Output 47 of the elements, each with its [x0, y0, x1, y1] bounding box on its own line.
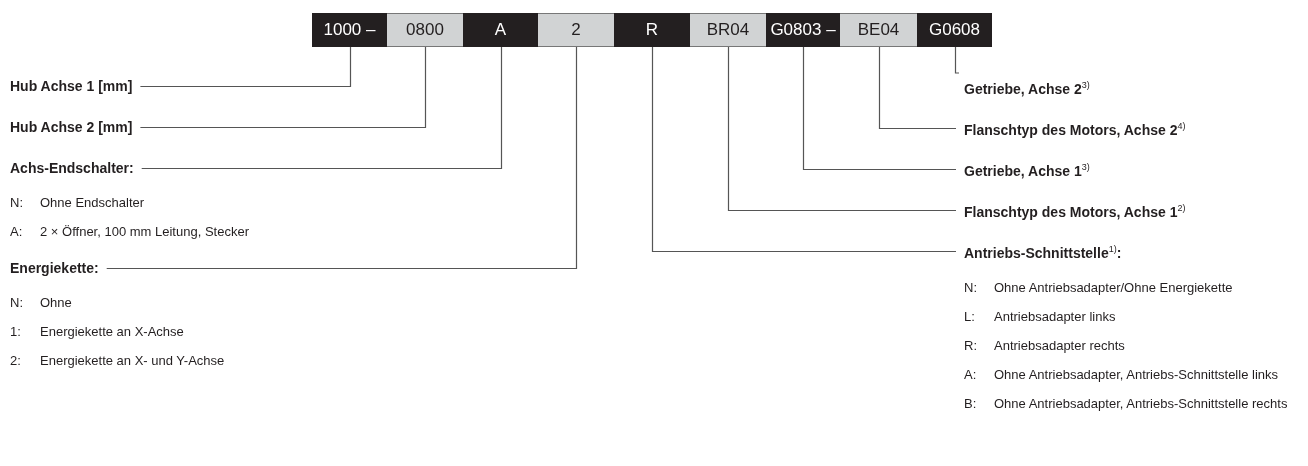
code-segment: A: [463, 13, 538, 47]
option-code: R:: [964, 336, 978, 355]
option-text: Ohne Endschalter: [40, 194, 146, 212]
field-heading: Antriebs-Schnittstelle$^{1)}$:: [964, 243, 1122, 262]
code-segment: 1000 –: [312, 13, 387, 47]
leader-line: [802, 46, 957, 171]
option-text: Ohne Antriebsadapter, Antriebs-Schnittstelle rechts: [994, 394, 1288, 413]
option-code: 2:: [10, 352, 22, 370]
option-code: A:: [10, 223, 24, 241]
field-heading: Achs-Endschalter:: [10, 159, 134, 177]
code-segment: G0608: [917, 13, 992, 47]
option-text: Energiekette an X- und Y-Achse: [40, 352, 225, 370]
option-code: L:: [964, 307, 976, 326]
option-text: Ohne Antriebsadapter/Ohne Energiekette: [994, 278, 1234, 297]
leader-line: [651, 46, 957, 253]
option-code: 1:: [10, 323, 22, 341]
option-code: A:: [964, 365, 978, 384]
leader-line: [141, 46, 503, 170]
field-heading: Getriebe, Achse 2$^{3)}$: [964, 79, 1090, 98]
option-text: Ohne: [40, 294, 73, 312]
leader-line: [878, 46, 957, 130]
leader-line: [727, 46, 957, 212]
leader-line: [106, 46, 578, 270]
option-code: B:: [964, 394, 978, 413]
code-segment: BR04: [690, 13, 766, 47]
code-segment: R: [614, 13, 690, 47]
option-code: N:: [10, 294, 24, 312]
code-segment: G0803 –: [766, 13, 840, 47]
field-heading: Getriebe, Achse 1$^{3)}$: [964, 161, 1090, 180]
code-segment: 0800: [387, 13, 463, 47]
leader-line: [954, 46, 960, 74]
field-heading: Flanschtyp des Motors, Achse 1$^{2)}$: [964, 202, 1186, 221]
option-code: N:: [10, 194, 24, 212]
option-text: Energiekette an X-Achse: [40, 323, 185, 341]
field-heading: Energiekette:: [10, 259, 99, 277]
option-code: N:: [964, 278, 978, 297]
option-text: 2 × Öffner, 100 mm Leitung, Stecker: [40, 223, 249, 241]
field-heading: Flanschtyp des Motors, Achse 2$^{4)}$: [964, 120, 1186, 139]
option-text: Ohne Antriebsadapter, Antriebs-Schnittstelle links: [994, 365, 1279, 384]
code-segment: BE04: [840, 13, 917, 47]
code-segment: 2: [538, 13, 614, 47]
leader-line: [139, 46, 427, 129]
field-heading: Hub Achse 2 [mm]: [10, 118, 133, 136]
option-text: Antriebsadapter links: [994, 307, 1117, 326]
option-text: Antriebsadapter rechts: [994, 336, 1126, 355]
leader-line: [139, 46, 352, 88]
field-heading: Hub Achse 1 [mm]: [10, 77, 133, 95]
